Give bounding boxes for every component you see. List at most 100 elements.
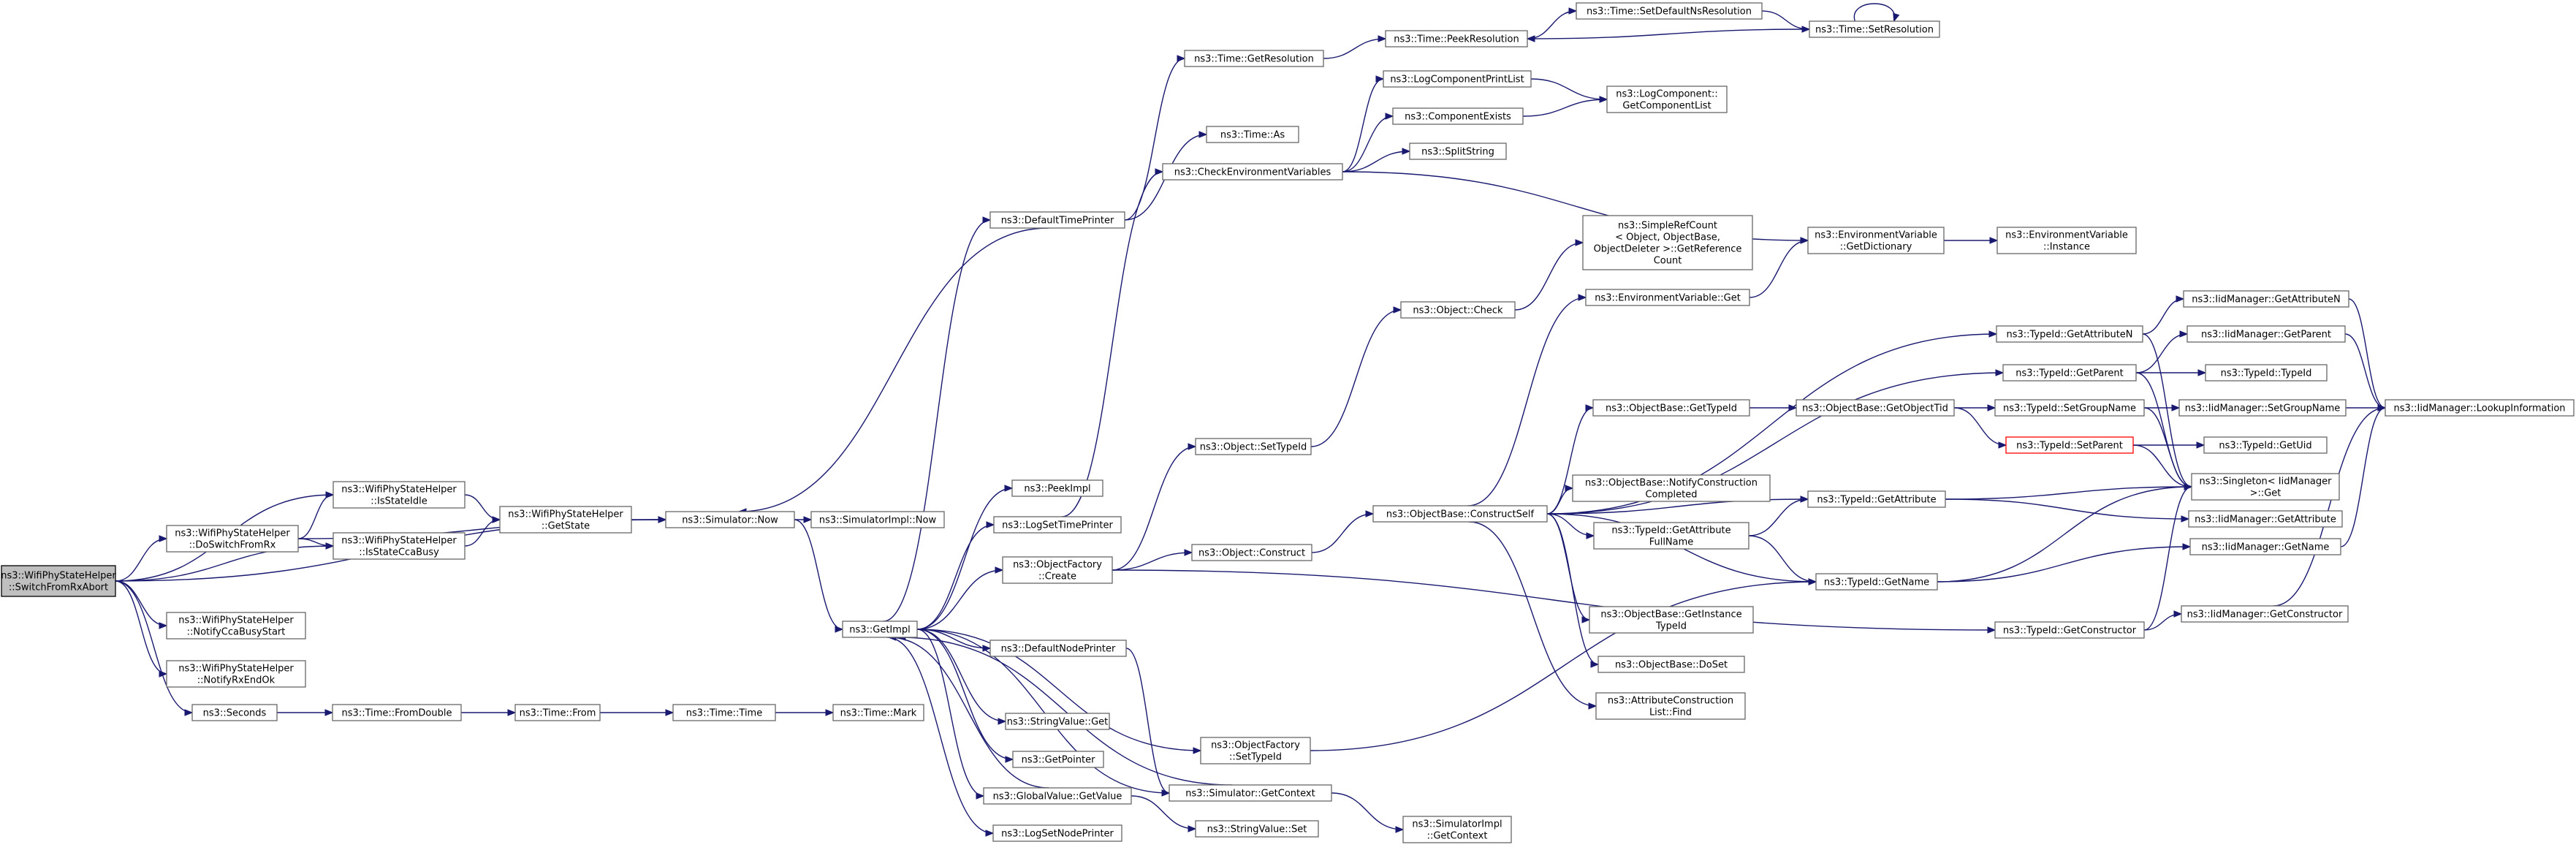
node-ofCreate[interactable]: ns3::ObjectFactory::Create	[1002, 556, 1113, 584]
node-iidGetName[interactable]: ns3::IidManager::GetName	[2189, 538, 2341, 555]
node-logSetNode[interactable]: ns3::LogSetNodePrinter	[992, 824, 1122, 842]
node-ofSetTypeId[interactable]: ns3::ObjectFactory::SetTypeId	[1200, 737, 1311, 764]
node-svGet[interactable]: ns3::StringValue::Get	[1005, 713, 1110, 730]
node-iidGetParent[interactable]: ns3::IidManager::GetParent	[2186, 325, 2346, 343]
node-root[interactable]: ns3::WifiPhyStateHelper::SwitchFromRxAbo…	[1, 565, 116, 597]
edge-obGetObjTid-to-tidSetParent	[1953, 407, 2007, 449]
node-iidGetCtor[interactable]: ns3::IidManager::GetConstructor	[2181, 605, 2349, 623]
node-label-line: ns3::LogSetTimePrinter	[1002, 520, 1113, 531]
node-box	[992, 824, 1122, 842]
node-defTimePrinter[interactable]: ns3::DefaultTimePrinter	[989, 211, 1125, 229]
node-simGetContext[interactable]: ns3::Simulator::GetContext	[1169, 784, 1332, 802]
node-getState[interactable]: ns3::WifiPhyStateHelper::GetState	[499, 506, 632, 534]
node-label-line: ns3::AttributeConstruction	[1608, 696, 1733, 707]
node-tidGetCtor[interactable]: ns3::TypeId::GetConstructor	[1994, 621, 2145, 639]
node-iidLookup[interactable]: ns3::IidManager::LookupInformation	[2385, 399, 2575, 417]
node-isCca[interactable]: ns3::WifiPhyStateHelper::IsStateCcaBusy	[333, 532, 466, 560]
node-box	[1595, 692, 1746, 720]
node-doSwitch[interactable]: ns3::WifiPhyStateHelper::DoSwitchFromRx	[166, 525, 299, 553]
node-timeTime[interactable]: ns3::Time::Time	[672, 704, 776, 721]
edge-getImpl-to-defTimePrinter	[883, 216, 992, 622]
node-tidGetName[interactable]: ns3::TypeId::GetName	[1815, 573, 1938, 591]
node-timeFrom[interactable]: ns3::Time::From	[514, 704, 601, 721]
node-getResolution[interactable]: ns3::Time::GetResolution	[1184, 50, 1324, 67]
node-objConstruct[interactable]: ns3::Object::Construct	[1191, 544, 1312, 561]
node-defNodePrinter[interactable]: ns3::DefaultNodePrinter	[989, 640, 1127, 657]
node-label-line: ns3::WifiPhyStateHelper	[1, 571, 116, 582]
node-label-line: ns3::Object::Construct	[1198, 548, 1305, 559]
edge-gvGetValue-to-svSet	[1131, 795, 1197, 832]
node-box	[1585, 289, 1750, 306]
node-isIdle[interactable]: ns3::WifiPhyStateHelper::IsStateIdle	[333, 481, 466, 509]
node-simpleRef[interactable]: ns3::SimpleRefCount< Object, ObjectBase,…	[1582, 215, 1753, 270]
node-label-line: TypeId	[1655, 621, 1687, 632]
node-singletonGet[interactable]: ns3::Singleton< IidManager>::Get	[2191, 473, 2340, 501]
node-obNotify[interactable]: ns3::ObjectBase::NotifyConstructionCompl…	[1572, 474, 1771, 502]
node-splitString[interactable]: ns3::SplitString	[1409, 143, 1507, 160]
node-setDefNs[interactable]: ns3::Time::SetDefaultNsResolution	[1576, 2, 1763, 20]
node-peekImpl[interactable]: ns3::PeekImpl	[1011, 479, 1103, 497]
edge-getImpl-to-ofCreate	[916, 566, 1004, 630]
node-getImpl[interactable]: ns3::GetImpl	[842, 621, 918, 638]
node-label-line: ::NotifyRxEndOk	[197, 675, 276, 686]
node-box	[1400, 301, 1516, 319]
node-label-line: ns3::Simulator::GetContext	[1185, 789, 1315, 800]
node-iidGetAttr[interactable]: ns3::IidManager::GetAttribute	[2188, 510, 2343, 528]
node-notifyCca[interactable]: ns3::WifiPhyStateHelper::NotifyCcaBusySt…	[166, 612, 306, 640]
node-box	[672, 704, 776, 721]
edge-getImpl-to-peekImpl	[916, 485, 1014, 630]
node-gvGetValue[interactable]: ns3::GlobalValue::GetValue	[983, 787, 1132, 805]
node-tidGetParent[interactable]: ns3::TypeId::GetParent	[2002, 364, 2137, 382]
node-label-line: ::IsStateCcaBusy	[359, 547, 439, 558]
node-peekRes[interactable]: ns3::Time::PeekResolution	[1385, 30, 1528, 48]
node-label-line: ns3::Time::As	[1220, 130, 1285, 141]
node-box	[1576, 2, 1763, 20]
node-setRes[interactable]: ns3::Time::SetResolution	[1809, 20, 1940, 38]
node-envGetDict[interactable]: ns3::EnvironmentVariable::GetDictionary	[1807, 227, 1945, 254]
node-logCompPrint[interactable]: ns3::LogComponentPrintList	[1383, 70, 1532, 88]
node-objCheck[interactable]: ns3::Object::Check	[1400, 301, 1516, 319]
node-box	[1996, 227, 2137, 254]
node-iidGetAttrN[interactable]: ns3::IidManager::GetAttributeN	[2183, 290, 2349, 308]
node-getPointer[interactable]: ns3::GetPointer	[1012, 751, 1104, 768]
node-tidGetAttr[interactable]: ns3::TypeId::GetAttribute	[1807, 490, 1946, 508]
node-constructSelf[interactable]: ns3::ObjectBase::ConstructSelf	[1372, 505, 1548, 523]
node-objSetTypeId[interactable]: ns3::Object::SetTypeId	[1195, 438, 1312, 455]
node-tidTypeId[interactable]: ns3::TypeId::TypeId	[2205, 364, 2328, 382]
edge-defTimePrinter-to-simNow	[737, 227, 1049, 515]
node-tidSetGroup[interactable]: ns3::TypeId::SetGroupName	[1994, 399, 2145, 417]
edge-tidGetCtor-to-singletonGet	[2143, 483, 2193, 631]
node-tidGetAttrN[interactable]: ns3::TypeId::GetAttributeN	[1996, 325, 2143, 343]
edge-tidGetParent-to-tidTypeId	[2136, 369, 2207, 376]
node-timeMark[interactable]: ns3::Time::Mark	[832, 704, 924, 721]
node-timeAs[interactable]: ns3::Time::As	[1206, 126, 1299, 143]
node-obGetObjTid[interactable]: ns3::ObjectBase::GetObjectTid	[1796, 399, 1955, 417]
node-box	[166, 525, 299, 553]
node-envGet[interactable]: ns3::EnvironmentVariable::Get	[1585, 289, 1750, 306]
node-tidGetUid[interactable]: ns3::TypeId::GetUid	[2203, 436, 2328, 454]
node-obDoSet[interactable]: ns3::ObjectBase::DoSet	[1597, 656, 1745, 673]
node-svSet[interactable]: ns3::StringValue::Set	[1195, 820, 1319, 838]
node-box	[1592, 399, 1750, 417]
node-label-line: ns3::StringValue::Get	[1007, 717, 1108, 728]
node-obGetTypeId[interactable]: ns3::ObjectBase::GetTypeId	[1592, 399, 1750, 417]
node-simImplGetCtx[interactable]: ns3::SimulatorImpl::GetContext	[1402, 816, 1512, 843]
node-simImplNow[interactable]: ns3::SimulatorImpl::Now	[810, 511, 945, 528]
node-label-line: ns3::StringValue::Set	[1207, 824, 1307, 835]
node-compExists[interactable]: ns3::ComponentExists	[1392, 107, 1524, 125]
node-checkEnv[interactable]: ns3::CheckEnvironmentVariables	[1162, 163, 1343, 181]
node-notifyRx[interactable]: ns3::WifiPhyStateHelper::NotifyRxEndOk	[166, 660, 306, 688]
node-tidSetParent[interactable]: ns3::TypeId::SetParent	[2005, 436, 2134, 454]
node-simNow[interactable]: ns3::Simulator::Now	[665, 511, 795, 528]
node-logSetTime[interactable]: ns3::LogSetTimePrinter	[993, 516, 1122, 534]
edge-checkEnv-to-splitString	[1342, 148, 1411, 172]
node-fromDouble[interactable]: ns3::Time::FromDouble	[332, 704, 462, 721]
node-envInstance[interactable]: ns3::EnvironmentVariable::Instance	[1996, 227, 2137, 254]
node-iidSetGroup[interactable]: ns3::IidManager::SetGroupName	[2178, 399, 2347, 417]
edge-tidGetParent-to-iidGetParent	[2135, 330, 2189, 373]
node-logGetCompList[interactable]: ns3::LogComponent::GetComponentList	[1606, 86, 1728, 113]
node-seconds[interactable]: ns3::Seconds	[191, 704, 278, 721]
